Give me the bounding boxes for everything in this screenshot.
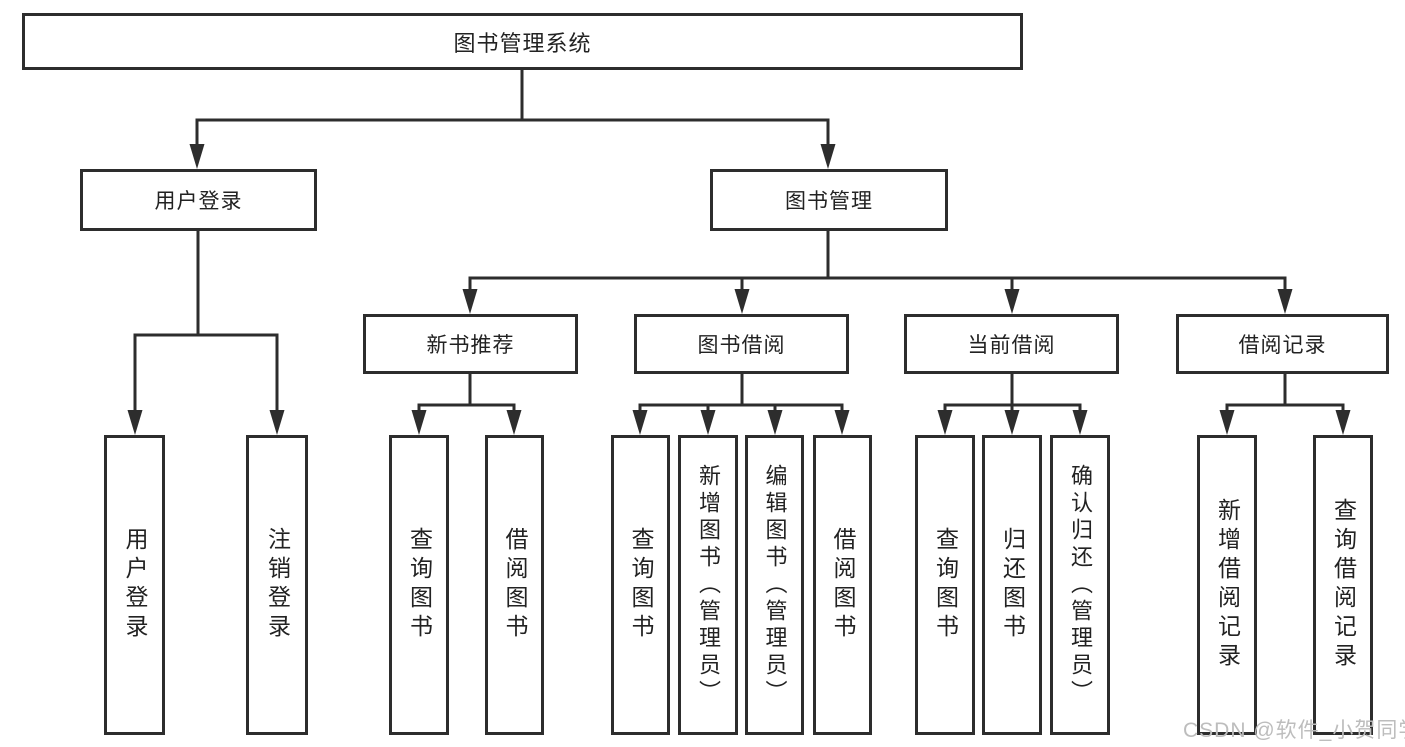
leaf-logout: 注销登录 — [246, 435, 308, 735]
node-label: 查询图书 — [932, 527, 959, 643]
node-library-management-system: 图书管理系统 — [22, 13, 1023, 70]
leaf-confirm-return-admin: 确认归还（管理员） — [1050, 435, 1110, 735]
node-label: 注销登录 — [264, 527, 291, 643]
node-label: 图书管理系统 — [453, 30, 592, 56]
leaf-user-login: 用户登录 — [104, 435, 165, 735]
node-label: 用户登录 — [122, 527, 148, 643]
leaf-search-borrow-record: 查询借阅记录 — [1313, 435, 1373, 735]
node-label: 新书推荐 — [426, 334, 515, 357]
leaf-add-book-admin: 新增图书（管理员） — [678, 435, 738, 735]
node-book-borrowing: 图书借阅 — [634, 314, 849, 374]
node-current-borrowing: 当前借阅 — [904, 314, 1119, 374]
node-label: 查询借阅记录 — [1330, 498, 1357, 672]
node-label: 编辑图书（管理员） — [762, 463, 788, 707]
leaf-search-books-current: 查询图书 — [915, 435, 975, 735]
node-label: 图书管理 — [785, 190, 873, 213]
node-label: 借阅记录 — [1238, 334, 1327, 357]
leaf-search-books-borrowing: 查询图书 — [611, 435, 670, 735]
node-borrowing-records: 借阅记录 — [1176, 314, 1389, 374]
node-label: 查询图书 — [628, 527, 654, 643]
node-label: 用户登录 — [154, 190, 243, 213]
leaf-return-books: 归还图书 — [982, 435, 1042, 735]
node-label: 确认归还（管理员） — [1068, 463, 1093, 707]
node-label: 图书借阅 — [697, 334, 786, 357]
leaf-borrow-books-recommend: 借阅图书 — [485, 435, 544, 735]
node-new-book-recommendation: 新书推荐 — [363, 314, 578, 374]
node-label: 新增图书（管理员） — [696, 463, 721, 707]
leaf-edit-book-admin: 编辑图书（管理员） — [745, 435, 804, 735]
leaf-add-borrow-record: 新增借阅记录 — [1197, 435, 1257, 735]
node-label: 当前借阅 — [967, 334, 1056, 357]
node-label: 借阅图书 — [830, 527, 856, 643]
node-label: 归还图书 — [999, 527, 1026, 643]
node-user-login: 用户登录 — [80, 169, 317, 231]
arrow-down-icon — [127, 144, 1351, 435]
node-label: 查询图书 — [406, 527, 433, 643]
leaf-borrow-books-borrowing: 借阅图书 — [813, 435, 872, 735]
leaf-search-books-recommend: 查询图书 — [389, 435, 449, 735]
watermark: CSDN @软件_小贺同学 — [1183, 719, 1405, 742]
node-label: 新增借阅记录 — [1214, 498, 1241, 672]
node-label: 借阅图书 — [502, 527, 528, 643]
node-book-management: 图书管理 — [710, 169, 948, 231]
